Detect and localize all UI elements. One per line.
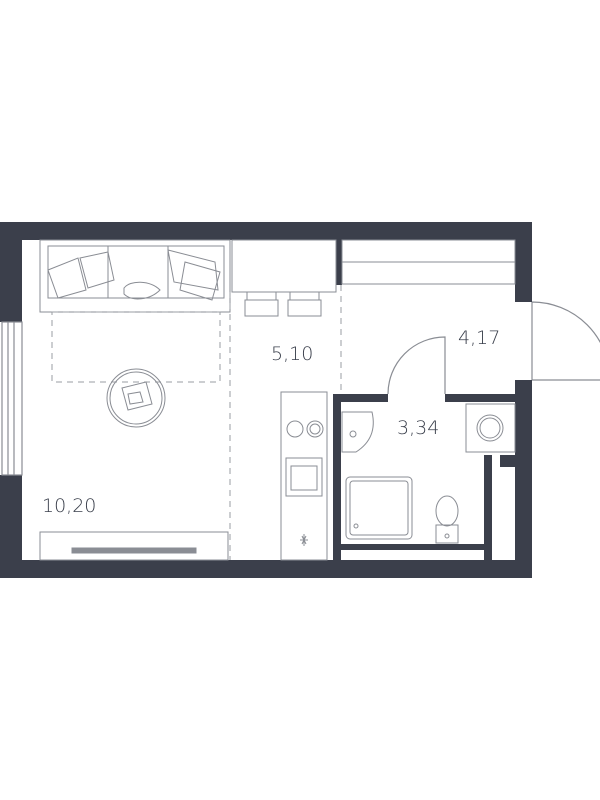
kitchen-counter xyxy=(280,391,328,561)
hallway-area: 4,17 xyxy=(458,327,500,349)
rug xyxy=(51,311,221,383)
wall-left-upper xyxy=(0,222,22,322)
dining-table xyxy=(231,239,337,317)
bathroom-sink xyxy=(341,411,374,453)
wardrobe xyxy=(341,239,516,285)
tv-stand xyxy=(39,531,229,561)
coffee-table xyxy=(106,368,166,428)
wall-top xyxy=(0,222,532,240)
wall-left-lower xyxy=(0,475,22,577)
window-left xyxy=(1,321,23,476)
wall-right-upper xyxy=(515,222,532,302)
area-labels: 10,20 5,10 4,17 3,34 xyxy=(42,327,500,517)
wall-bath-top-left xyxy=(333,394,388,402)
wall-bottom-right xyxy=(385,560,532,578)
wall-partition-upper xyxy=(336,240,342,285)
living-room-area: 10,20 xyxy=(42,495,96,517)
furniture xyxy=(39,239,516,561)
doors xyxy=(387,301,600,395)
wall-bath-left xyxy=(333,394,341,560)
walls xyxy=(0,222,532,578)
wall-bath-right xyxy=(484,455,492,560)
washing-machine xyxy=(465,403,516,453)
sofa xyxy=(39,239,231,313)
shower xyxy=(345,476,413,540)
wall-bath-top-right xyxy=(445,394,515,402)
wall-niche xyxy=(500,455,532,467)
kitchen-area: 5,10 xyxy=(271,343,313,365)
wall-bath-bottom xyxy=(341,544,492,550)
bathroom-door xyxy=(387,336,446,395)
bathroom-area: 3,34 xyxy=(397,417,439,439)
toilet xyxy=(435,495,459,544)
wall-right-lower xyxy=(515,380,532,578)
zone-lines xyxy=(229,285,342,560)
entrance-door xyxy=(531,301,600,380)
